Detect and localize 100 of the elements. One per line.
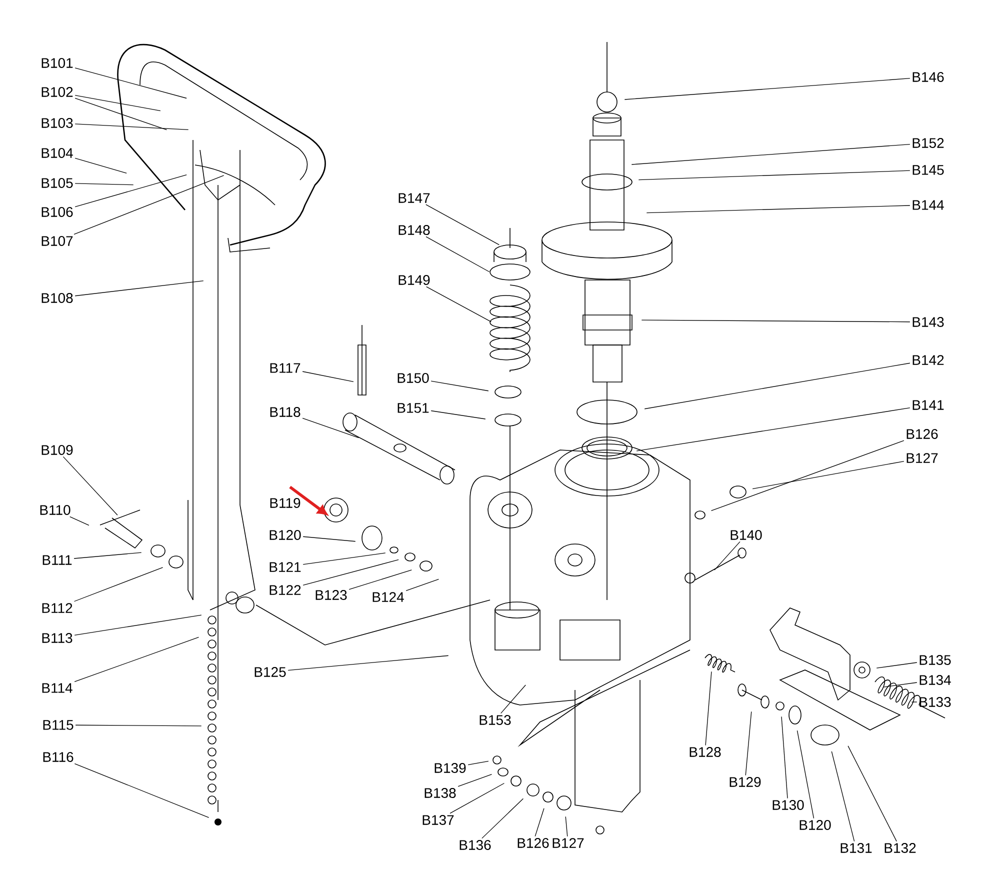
leader-line <box>426 236 490 272</box>
leader-line <box>458 774 492 787</box>
callout-number: B128 <box>690 747 721 757</box>
leader-line <box>74 94 161 112</box>
callout-number: B148 <box>398 225 430 235</box>
leader-line <box>781 716 788 799</box>
callout-number: B152 <box>912 138 944 148</box>
leader-line <box>831 751 855 842</box>
callout-number: B127 <box>552 838 584 848</box>
leader-line <box>565 816 568 837</box>
leader-line <box>74 98 168 130</box>
leader-line <box>288 655 449 671</box>
callout-number: B109 <box>42 445 73 455</box>
callout-number: B111 <box>42 555 72 565</box>
callout-number: B107 <box>42 236 73 246</box>
callout-number: B150 <box>398 373 429 383</box>
callout-number: B136 <box>460 840 491 850</box>
callout-number: B141 <box>912 400 944 410</box>
callout-number: B121 <box>270 562 301 572</box>
leader-line <box>430 380 489 392</box>
leader-line <box>75 724 202 726</box>
leader-line <box>710 440 904 512</box>
leader-line <box>534 808 544 837</box>
leader-line <box>74 68 187 99</box>
leader-line <box>468 760 489 766</box>
callout-number: B139 <box>434 763 466 773</box>
callout-number: B142 <box>912 355 944 365</box>
callout-number: B118 <box>270 407 300 417</box>
callout-number: B153 <box>480 715 511 725</box>
callout-number: B104 <box>42 148 73 158</box>
leader-line <box>450 782 505 814</box>
leader-line <box>406 578 440 591</box>
callout-number: B127 <box>906 453 938 463</box>
leader-line <box>74 175 224 235</box>
callout-number: B105 <box>42 178 73 188</box>
leader-line <box>624 78 910 100</box>
leader-line <box>74 158 127 174</box>
leader-line <box>646 205 910 214</box>
leader-line <box>62 456 118 516</box>
leader-line <box>302 418 360 438</box>
leader-line <box>426 204 500 246</box>
callout-number: B101 <box>42 58 73 68</box>
callout-number: B149 <box>398 275 430 285</box>
callout-number: B116 <box>43 752 74 762</box>
callout-number: B144 <box>912 200 944 210</box>
leader-line <box>74 174 187 208</box>
leader-line <box>644 362 910 410</box>
callout-number: B146 <box>912 72 944 82</box>
leader-line <box>74 763 210 818</box>
callout-number: B102 <box>42 87 73 97</box>
callout-number: B143 <box>912 317 944 327</box>
leader-line <box>500 684 526 714</box>
leader-line <box>705 671 712 746</box>
leader-line <box>876 662 918 668</box>
leader-line <box>70 516 90 526</box>
callout-number: B125 <box>254 667 286 677</box>
leader-line <box>74 567 164 602</box>
callout-number: B130 <box>772 800 804 810</box>
callout-number: B129 <box>730 777 761 787</box>
callout-number: B119 <box>270 498 300 508</box>
callout-number: B132 <box>884 843 916 853</box>
callout-number: B117 <box>270 363 300 373</box>
leader-line <box>796 730 814 819</box>
leader-line <box>348 570 412 590</box>
leader-line <box>74 636 200 682</box>
leader-line <box>302 552 386 565</box>
callout-number: B108 <box>42 293 73 303</box>
callout-number: B106 <box>42 207 73 217</box>
leader-line <box>302 536 356 542</box>
callout-number: B135 <box>920 655 951 665</box>
callout-number: B112 <box>42 603 72 613</box>
leader-line <box>74 614 202 636</box>
leader-line <box>74 124 189 130</box>
leader-line <box>426 286 492 322</box>
leader-line <box>74 280 204 296</box>
callout-number: B114 <box>42 683 72 693</box>
leader-line <box>430 410 486 420</box>
leader-line <box>883 682 918 688</box>
leader-line <box>302 559 399 586</box>
callout-number: B120 <box>270 530 301 540</box>
callout-number: B137 <box>422 815 454 825</box>
leader-line <box>714 541 740 570</box>
callout-number: B110 <box>40 505 70 515</box>
callout-number: B126 <box>518 838 549 848</box>
leader-line <box>752 460 904 490</box>
leader-line <box>482 798 524 839</box>
callout-number: B120 <box>800 820 831 830</box>
leader-line <box>848 746 897 842</box>
callout-number: B131 <box>840 843 872 853</box>
leader-line <box>74 183 134 186</box>
leader-line <box>636 408 910 452</box>
callout-number: B134 <box>920 675 951 685</box>
callout-number: B151 <box>398 403 429 413</box>
callout-number: B115 <box>43 720 74 730</box>
leader-line <box>638 170 910 180</box>
callout-number: B145 <box>912 165 944 175</box>
leader-line <box>745 711 752 776</box>
callout-number: B133 <box>920 697 951 707</box>
callout-number: B138 <box>424 788 456 798</box>
leader-line <box>74 552 142 559</box>
